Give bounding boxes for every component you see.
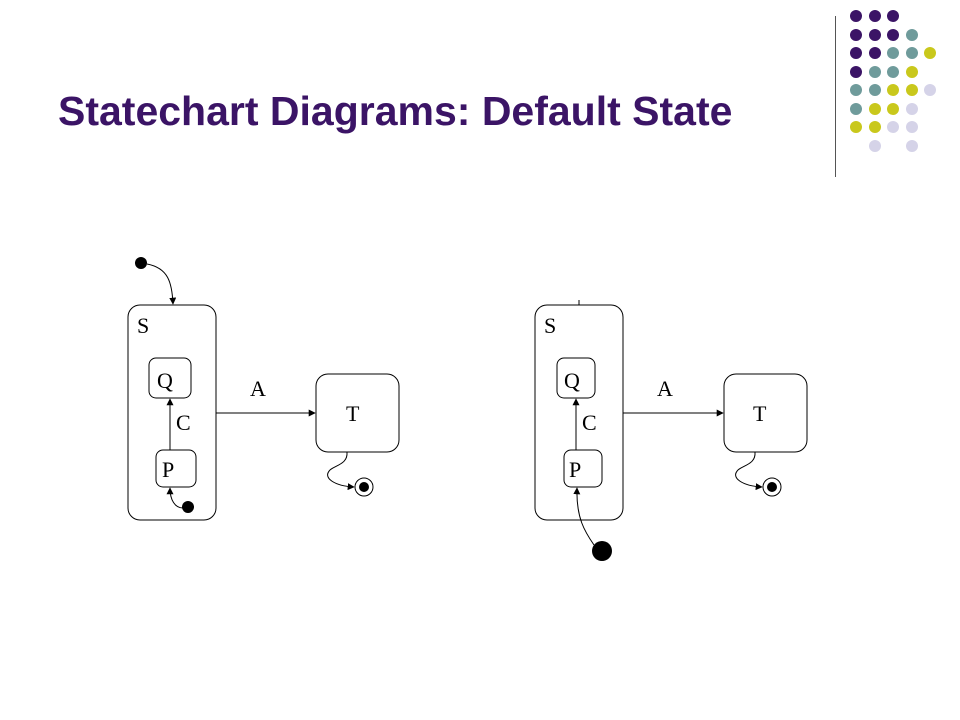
decorative-dot xyxy=(887,84,899,96)
decorative-dot xyxy=(850,47,862,59)
transition-c-label: C xyxy=(582,410,597,435)
diagram-2: S Q P C A T xyxy=(534,300,808,561)
decorative-dot xyxy=(905,102,918,115)
decorative-dot xyxy=(887,47,899,59)
final-state-dot xyxy=(359,482,369,492)
decorative-dot xyxy=(887,102,899,115)
final-state-dot xyxy=(767,482,777,492)
decorative-dot xyxy=(887,121,899,133)
transition-to-final xyxy=(327,451,355,491)
decorative-dot xyxy=(905,84,918,96)
state-t xyxy=(723,373,808,453)
decorative-dot xyxy=(850,65,862,78)
decorative-dot xyxy=(850,102,862,115)
decorative-dot xyxy=(905,28,918,41)
decorative-dot xyxy=(905,121,918,133)
nested-initial-transition-to-p xyxy=(166,487,184,509)
decorative-dot xyxy=(850,84,862,96)
decorative-dot xyxy=(887,65,899,78)
decorative-dot xyxy=(868,65,881,78)
decorative-dot xyxy=(868,47,881,59)
decorative-dot xyxy=(868,121,881,133)
slide-title: Statechart Diagrams: Default State xyxy=(58,88,733,134)
substate-p xyxy=(155,449,197,488)
diagram-1: S Q P C A T xyxy=(127,257,400,521)
transition-a-label: A xyxy=(657,376,673,401)
initial-transition-to-s xyxy=(146,263,177,305)
initial-state-dot xyxy=(135,257,147,269)
substate-q-label: Q xyxy=(157,368,173,393)
transition-c-label: C xyxy=(176,410,191,435)
substate-p-label: P xyxy=(162,457,174,482)
superstate-s-label: S xyxy=(544,313,556,338)
substate-q xyxy=(148,357,192,399)
decorative-dot xyxy=(868,28,881,41)
initial-transition-to-p xyxy=(573,487,595,546)
substate-q xyxy=(556,357,596,399)
state-t-label: T xyxy=(346,401,360,426)
decorative-dot xyxy=(887,28,899,41)
decorative-dot xyxy=(868,84,881,96)
decorative-dot xyxy=(850,10,862,22)
decorative-divider xyxy=(835,16,836,177)
initial-state-dot xyxy=(592,541,612,561)
substate-p-label: P xyxy=(569,457,581,482)
decorative-dot xyxy=(868,139,881,152)
decorative-dot xyxy=(905,139,918,152)
decorative-dot xyxy=(868,10,881,22)
decorative-dot xyxy=(850,121,862,133)
transition-a-label: A xyxy=(250,376,266,401)
substate-p xyxy=(563,449,603,488)
decorative-dot xyxy=(905,65,918,78)
decorative-dot xyxy=(850,28,862,41)
substate-q-label: Q xyxy=(564,368,580,393)
state-t-label: T xyxy=(753,401,767,426)
decorative-dot xyxy=(887,10,899,22)
decorative-dot xyxy=(905,47,918,59)
transition-to-final xyxy=(735,451,763,491)
state-t xyxy=(315,373,400,453)
decorative-dot-grid xyxy=(850,10,950,160)
decorative-dot xyxy=(924,84,936,96)
decorative-dot xyxy=(868,102,881,115)
superstate-s-label: S xyxy=(137,313,149,338)
nested-initial-state-dot xyxy=(182,501,194,513)
decorative-dot xyxy=(924,47,936,59)
